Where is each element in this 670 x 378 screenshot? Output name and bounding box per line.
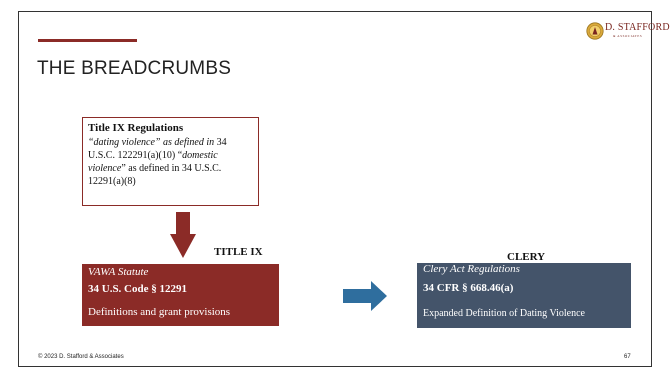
vawa-statute-box: VAWA Statute 34 U.S. Code § 12291 Defini… (82, 264, 279, 326)
page-title: THE BREADCRUMBS (37, 58, 232, 79)
vawa-description: Definitions and grant provisions (88, 306, 231, 318)
title-accent-line (38, 39, 137, 42)
slide-frame (18, 11, 652, 367)
clery-label: CLERY (507, 251, 546, 263)
dating-violence-term: “dating violence” as defined in (88, 137, 215, 148)
title-ix-label: TITLE IX (214, 246, 263, 258)
domestic-violence-term: domestic violence (88, 150, 218, 174)
medallion-icon (586, 22, 604, 40)
clery-description: Expanded Definition of Dating Violence (423, 308, 585, 319)
clery-code: 34 CFR § 668.46(a) (423, 282, 514, 294)
vawa-code: 34 U.S. Code § 12291 (88, 283, 188, 295)
dating-violence-citation: 34 U.S.C. 122291(a)(10) “ (88, 137, 227, 161)
domestic-violence-citation: ” as defined in 34 U.S.C. 12291(a)(8) (88, 163, 222, 187)
logo-subtitle: & ASSOCIATES (613, 34, 643, 38)
vawa-statute-label: VAWA Statute (88, 266, 149, 278)
clery-act-label: Clery Act Regulations (423, 263, 520, 275)
clery-regulations-box: Clery Act Regulations 34 CFR § 668.46(a)… (417, 263, 631, 328)
arrow-down-icon (170, 212, 196, 258)
title-ix-regulations-box: Title IX Regulations “dating violence” a… (82, 117, 259, 206)
arrow-right-icon (343, 281, 387, 311)
regulations-body: “dating violence” as defined in 34 U.S.C… (88, 136, 253, 188)
company-logo: D. STAFFORD & ASSOCIATES (586, 21, 670, 45)
footer-copyright: © 2023 D. Stafford & Associates (38, 354, 124, 360)
logo-name: D. STAFFORD (605, 22, 670, 33)
page-number: 67 (624, 354, 631, 360)
regulations-heading: Title IX Regulations (88, 122, 184, 134)
